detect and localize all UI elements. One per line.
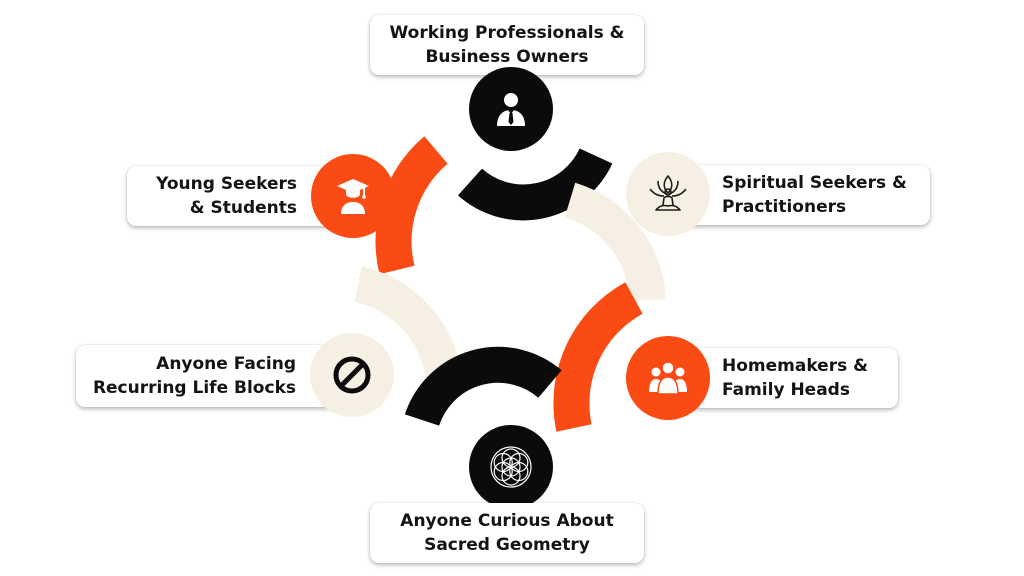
ring-arc-top-right xyxy=(564,182,666,302)
card-line: Anyone Facing xyxy=(156,354,296,374)
card-line: Sacred Geometry xyxy=(424,535,590,555)
card-line: Business Owners xyxy=(425,47,589,67)
ring-arc-bottom-right xyxy=(553,282,644,432)
card-line: Homemakers & xyxy=(722,356,868,376)
ring-arc-top xyxy=(458,147,613,221)
card-line: Recurring Life Blocks xyxy=(92,378,296,398)
node-working-professionals xyxy=(469,67,553,151)
card-line: Family Heads xyxy=(722,380,850,400)
label-card-working-professionals: Working Professionals & Business Owners xyxy=(370,15,644,75)
label-card-sacred-geometry: Anyone Curious About Sacred Geometry xyxy=(370,503,644,563)
card-line: & Students xyxy=(189,198,297,218)
ring-arc-bottom xyxy=(404,346,562,427)
meditation-lotus-icon xyxy=(649,175,687,211)
node-homemakers xyxy=(626,336,710,420)
node-spiritual-seekers xyxy=(626,152,710,236)
card-line: Anyone Curious About xyxy=(400,511,614,531)
card-line: Practitioners xyxy=(722,197,847,217)
ring-arc-top-left xyxy=(375,136,449,275)
label-card-life-blocks: Anyone Facing Recurring Life Blocks xyxy=(76,345,346,407)
flower-of-life-icon xyxy=(490,446,532,488)
card-line: Working Professionals & xyxy=(389,23,625,43)
label-card-spiritual-seekers: Spiritual Seekers & Practitioners xyxy=(672,165,930,225)
businessman-icon xyxy=(497,93,525,126)
node-life-blocks xyxy=(310,333,394,417)
family-icon xyxy=(649,361,687,395)
card-line: Spiritual Seekers & xyxy=(722,173,907,193)
blocked-icon xyxy=(333,356,371,394)
card-line: Young Seekers xyxy=(156,174,297,194)
node-young-seekers xyxy=(311,154,395,238)
label-card-young-seekers: Young Seekers & Students xyxy=(127,166,347,226)
node-sacred-geometry xyxy=(469,425,553,509)
graduate-icon xyxy=(337,179,369,214)
ring-arc-bottom-left xyxy=(353,266,462,383)
